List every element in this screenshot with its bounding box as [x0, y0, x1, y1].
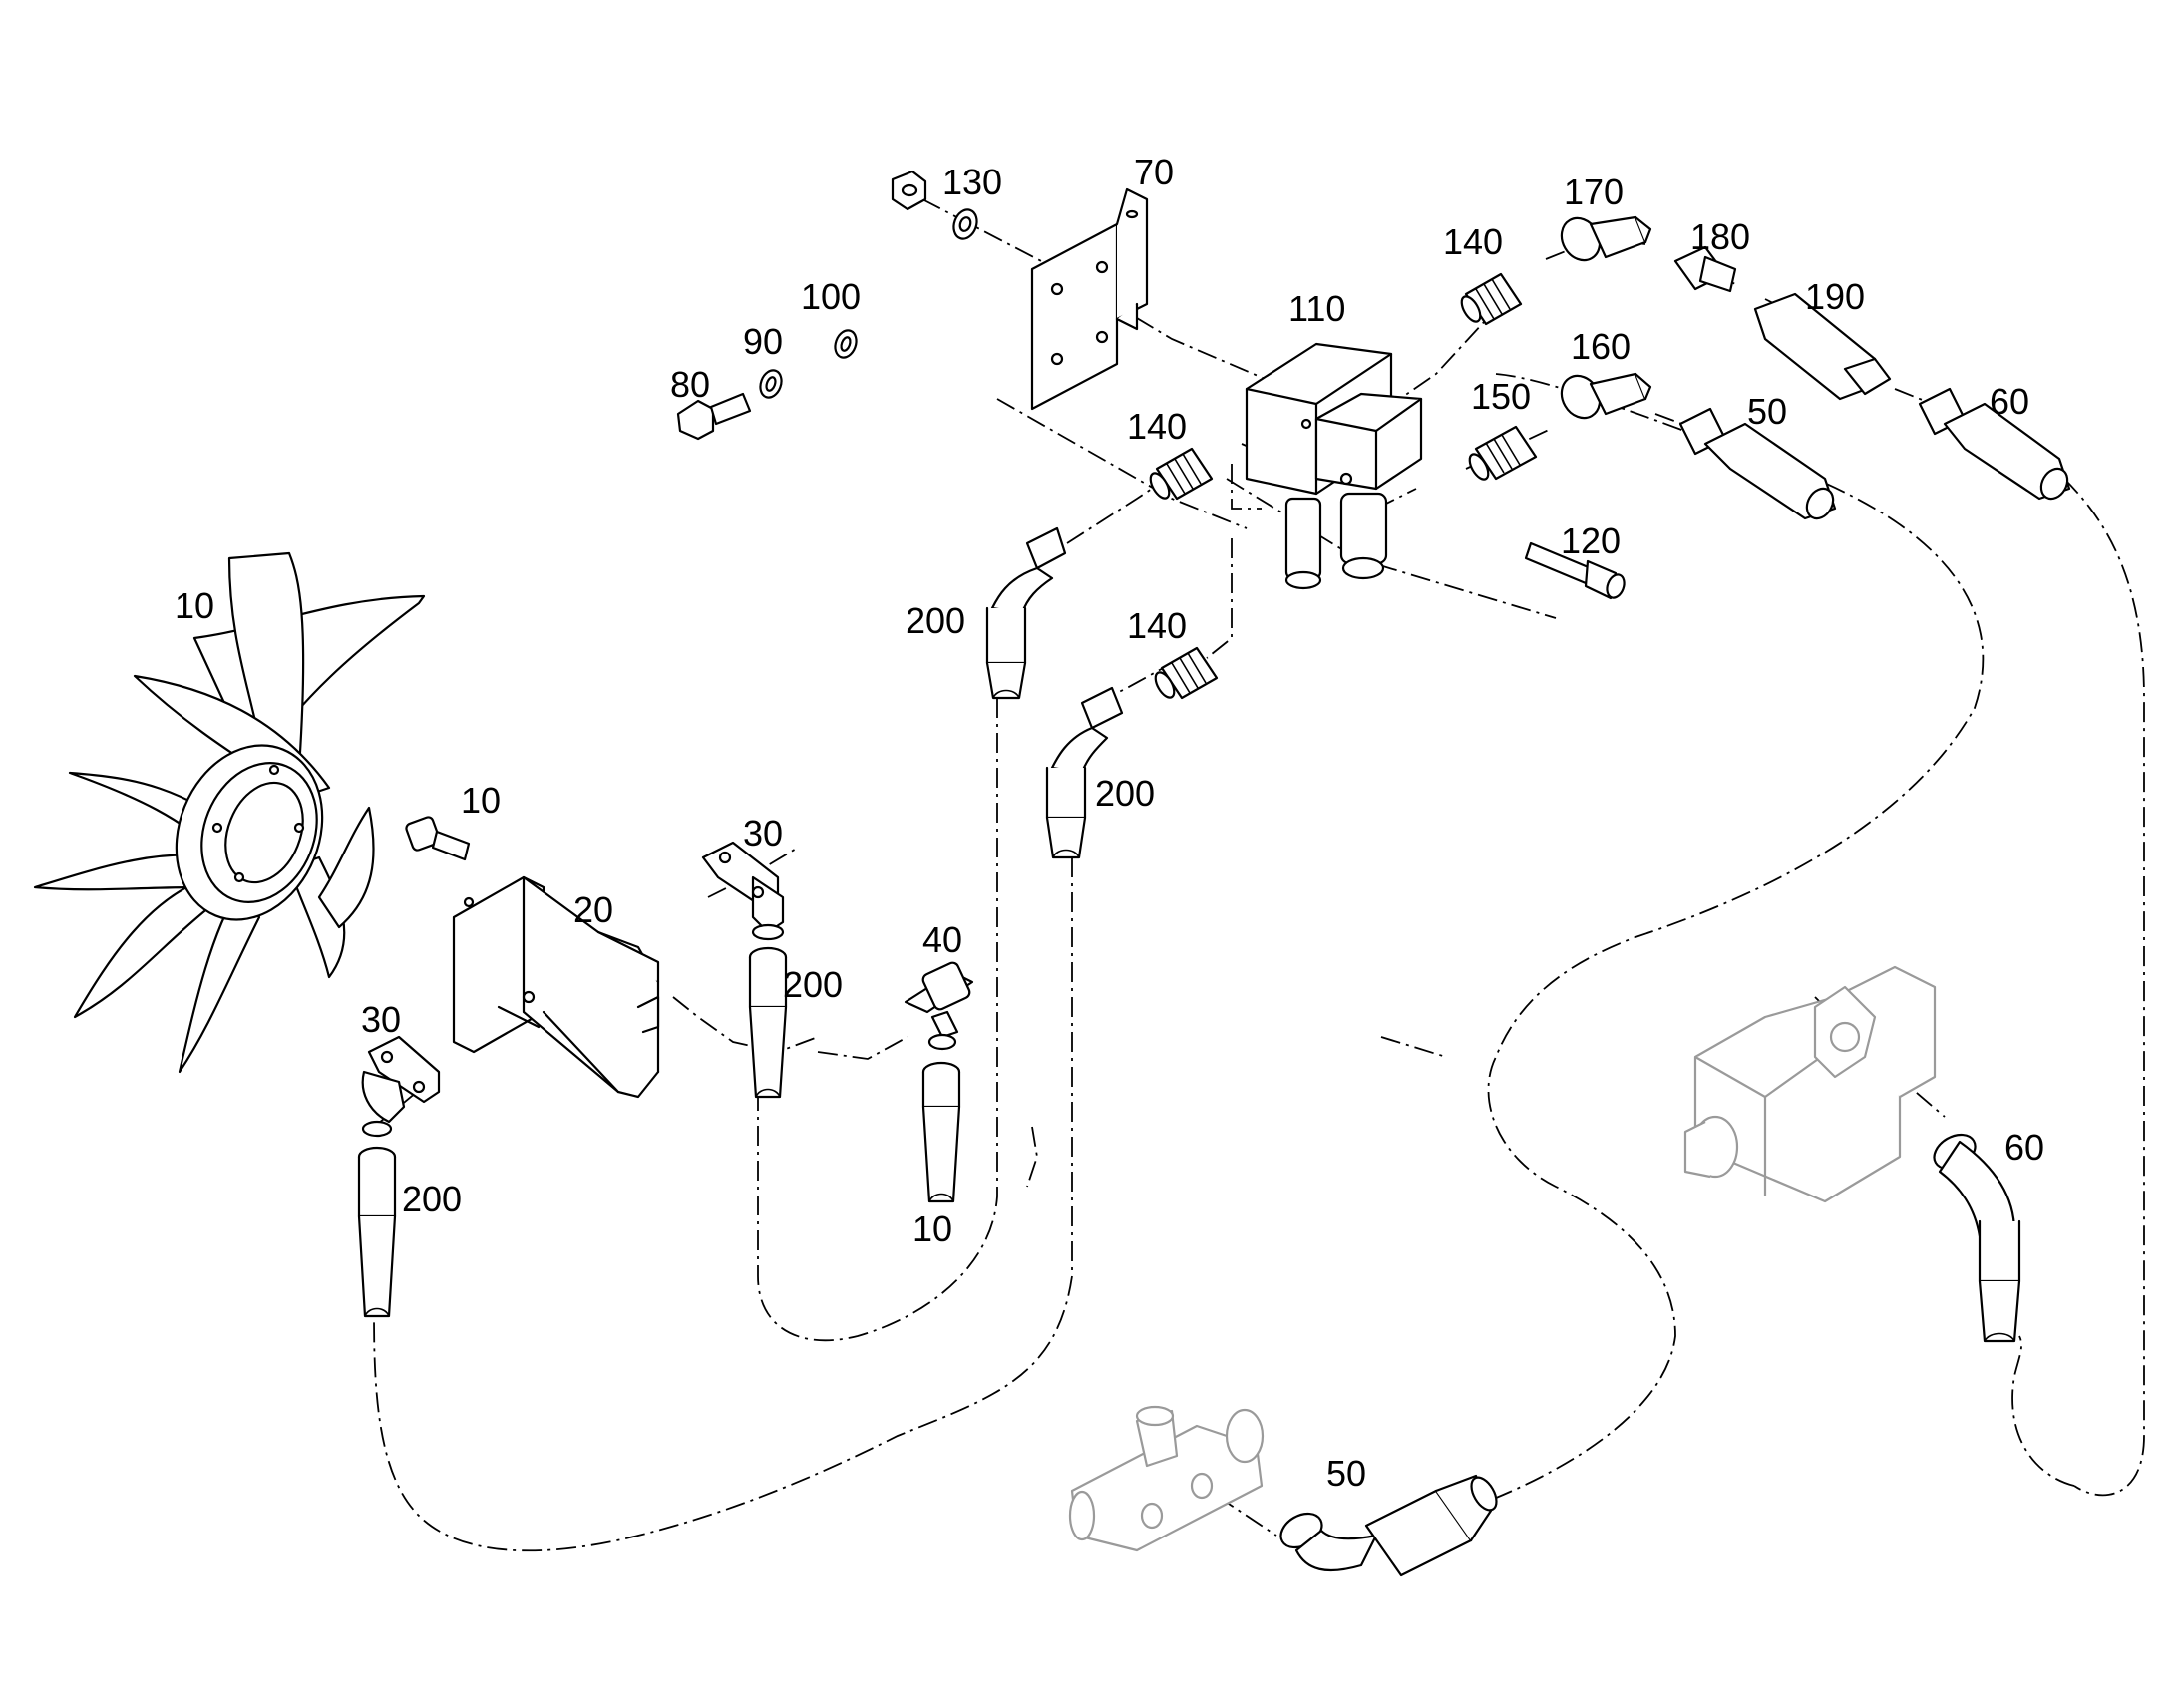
- tee-fitting: [904, 961, 974, 1051]
- label-washer-100: 100: [801, 276, 861, 317]
- washer-90: [759, 369, 783, 399]
- label-adapter-140-mid: 140: [1127, 406, 1187, 447]
- adapter-140-low: [1154, 646, 1219, 700]
- adapter-150: [1468, 425, 1538, 481]
- label-hose-200-mid: 200: [1095, 773, 1155, 814]
- label-screw: 120: [1561, 520, 1621, 561]
- valve-block: [1245, 342, 1423, 590]
- label-nipple-180: 180: [1690, 216, 1750, 257]
- flange-fitting-upper: [701, 841, 785, 941]
- check-valve-190: [1753, 292, 1892, 401]
- label-hose-60-lower: 60: [2004, 1127, 2044, 1168]
- label-elbow-160: 160: [1571, 326, 1631, 367]
- label-tee-fitting: 40: [922, 919, 962, 960]
- cooling-fan: [33, 551, 426, 1074]
- label-fan: 10: [175, 585, 214, 626]
- label-adapter-150: 150: [1471, 376, 1531, 417]
- bolt: [676, 392, 752, 441]
- drain-tube: [921, 1061, 961, 1203]
- nipple-180: [1673, 245, 1737, 293]
- flange-fitting-lower: [361, 1035, 441, 1138]
- nut: [891, 170, 927, 211]
- label-hose-50-lower: 50: [1326, 1453, 1366, 1494]
- priority-valve-reference: [1068, 1405, 1265, 1552]
- label-hose-200-pump: 200: [783, 964, 843, 1005]
- hose-60-lower: [1933, 1133, 2021, 1343]
- label-elbow-170: 170: [1564, 171, 1624, 212]
- label-adapter-140-top: 140: [1443, 221, 1503, 262]
- label-drain-tube: 10: [912, 1208, 952, 1249]
- label-fan-bolt: 10: [461, 780, 501, 821]
- label-hose-200-upper: 200: [906, 600, 965, 641]
- hose-200-lower-left: [357, 1146, 397, 1318]
- hose-60-upper: [1918, 387, 2071, 501]
- label-bolt: 80: [670, 364, 710, 405]
- label-bracket: 70: [1134, 152, 1174, 192]
- label-hose-50-upper: 50: [1747, 391, 1787, 432]
- label-hose-60-upper: 60: [1990, 381, 2029, 422]
- callout-labels: 10 10 20 30 30 40 10 200 200 200 200 140…: [175, 152, 2044, 1494]
- mounting-bracket: [1030, 187, 1149, 411]
- adapter-140-mid: [1149, 447, 1214, 501]
- elbow-170: [1560, 215, 1652, 262]
- hose-50-lower: [1279, 1474, 1498, 1577]
- hydraulic-motor-reference: [1683, 965, 1937, 1203]
- label-valve-block: 110: [1288, 288, 1345, 329]
- label-washer-90: 90: [743, 321, 783, 362]
- adapter-140-top: [1460, 272, 1523, 326]
- hose-200-upper: [985, 526, 1067, 700]
- label-adapter-140-low: 140: [1127, 605, 1187, 646]
- fan-bolt: [405, 816, 471, 861]
- hose-50-upper: [1678, 407, 1837, 520]
- screw: [1524, 541, 1626, 600]
- label-pump: 20: [573, 889, 613, 930]
- hose-200-pump-outlet: [748, 946, 788, 1099]
- label-hose-200-lower: 200: [402, 1179, 462, 1219]
- label-flange-upper: 30: [743, 813, 783, 854]
- hydraulic-pump: [452, 875, 660, 1099]
- washer-130: [952, 208, 978, 240]
- hose-200-mid: [1045, 686, 1124, 859]
- elbow-160: [1560, 372, 1652, 420]
- label-check-valve-190: 190: [1805, 276, 1865, 317]
- label-nut: 130: [942, 162, 1002, 202]
- washer-100: [834, 329, 858, 359]
- label-flange-lower: 30: [361, 999, 401, 1040]
